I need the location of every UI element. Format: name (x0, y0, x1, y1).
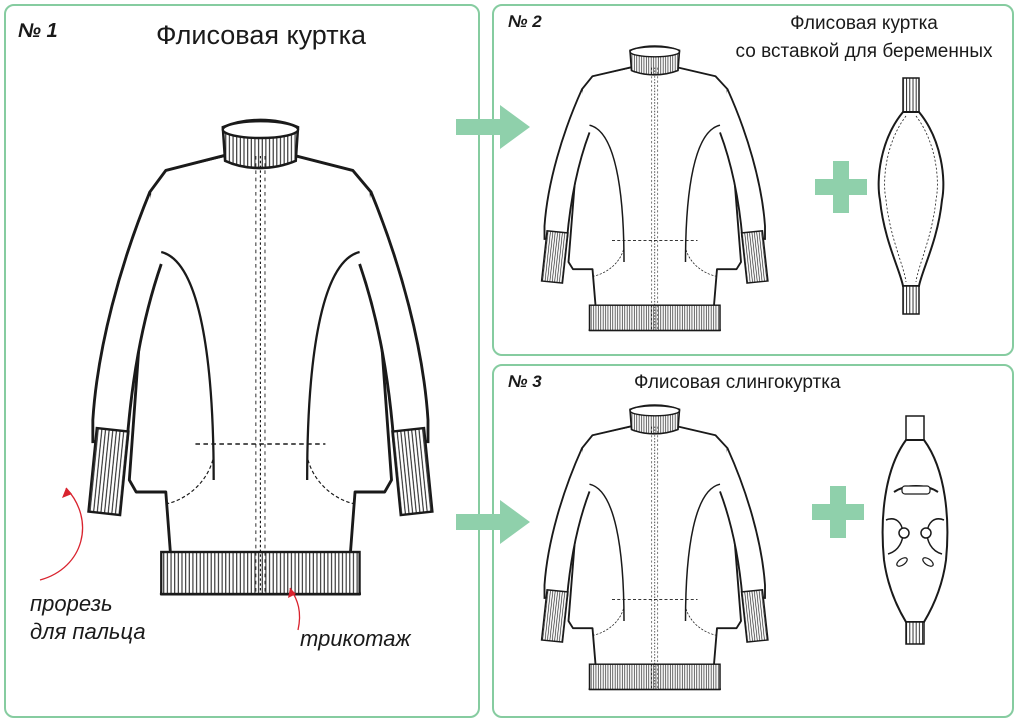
panel-number: № 2 (508, 12, 542, 31)
jacket-drawing (540, 45, 769, 332)
plus-icon (815, 161, 867, 213)
note-line: прорезь (30, 591, 113, 616)
jacket-drawing (540, 404, 769, 691)
plus-icon (812, 486, 864, 538)
thumb-hole-note: прорезь для пальца (30, 590, 146, 646)
panel-title: Флисовая слингокуртка (634, 372, 841, 393)
panel-title-line: со вставкой для беременных (735, 41, 993, 62)
arrow-right-icon (456, 500, 530, 544)
callout-arrowhead (288, 588, 296, 598)
note-line: для пальца (30, 619, 146, 644)
sling-insert-drawing (881, 415, 949, 645)
insert-panel-drawing (877, 77, 945, 315)
panel-number: № 1 (18, 20, 58, 42)
arrow-right-icon (456, 105, 530, 149)
jacket-drawing (86, 118, 434, 596)
callout-arrowhead (62, 488, 72, 498)
panel-title: Флисовая куртка со вставкой для беременн… (714, 10, 1014, 66)
panel-title: Флисовая куртка (156, 20, 366, 50)
callout-line (39, 487, 84, 581)
panel-title-line: Флисовая куртка (790, 13, 938, 34)
knit-note: трикотаж (300, 626, 411, 651)
panel-number: № 3 (508, 372, 542, 391)
